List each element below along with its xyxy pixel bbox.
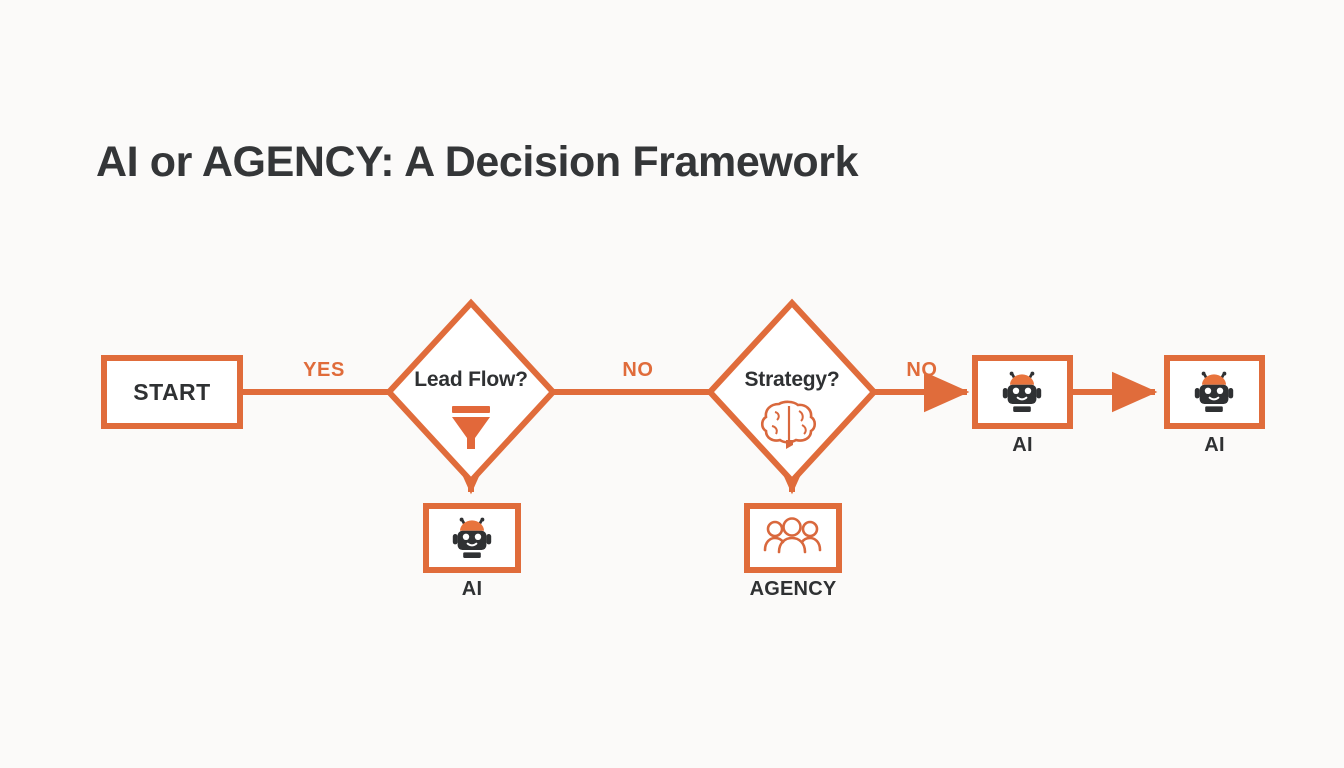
node-strategy[interactable]	[705, 298, 879, 486]
robot-icon	[1194, 371, 1234, 412]
edge-label-no-1: NO	[622, 359, 654, 381]
node-ai-lead-caption: AI	[461, 578, 483, 600]
robot-icon	[1002, 371, 1042, 412]
node-lead-flow-label: Lead Flow?	[414, 368, 528, 391]
robot-icon	[452, 517, 492, 558]
node-start[interactable]	[101, 355, 243, 429]
node-ai-2-caption: AI	[1204, 434, 1225, 456]
node-agency-caption: AGENCY	[749, 578, 837, 600]
brain-icon	[760, 400, 817, 449]
node-start-label: START	[133, 379, 211, 405]
edge-label-yes: YES	[303, 359, 345, 381]
node-ai-1-caption: AI	[1012, 434, 1033, 456]
funnel-icon	[452, 406, 490, 449]
page-title: AI or AGENCY: A Decision Framework	[96, 138, 859, 186]
node-lead-flow[interactable]	[384, 298, 558, 486]
node-ai-1[interactable]	[972, 355, 1073, 429]
people-icon	[763, 517, 822, 554]
edge-label-no-2: NO	[906, 359, 938, 381]
node-strategy-label: Strategy?	[744, 368, 840, 391]
